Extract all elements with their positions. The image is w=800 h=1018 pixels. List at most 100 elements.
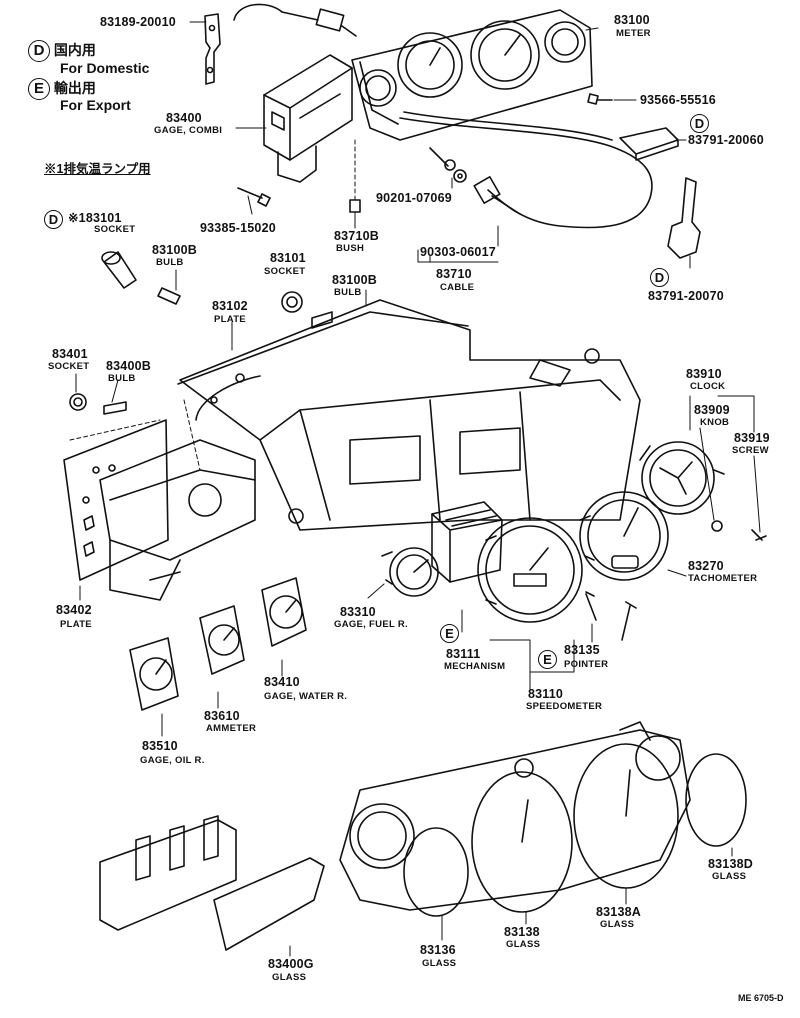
part-83401-no: 83401 [52, 347, 88, 361]
part-83138d-desc: GLASS [712, 871, 747, 882]
water-gage-83410 [261, 577, 307, 647]
speedometer-83110 [477, 517, 637, 641]
part-83135-no: 83135 [564, 643, 600, 657]
part-83136-no: 83136 [420, 943, 456, 957]
part-83101-desc: SOCKET [264, 266, 306, 277]
part-83710b-no: 83710B [334, 229, 379, 243]
part-93566-no: 93566-55516 [640, 93, 716, 107]
part-83410-desc: GAGE, WATER R. [264, 691, 348, 702]
part-83510-desc: GAGE, OIL R. [140, 755, 205, 766]
part-83111-mark: E [440, 624, 459, 643]
part-93385-no: 93385-15020 [200, 221, 276, 235]
drawing-code: ME 6705-D [738, 993, 784, 1003]
part-90303-no: 90303-06017 [420, 245, 496, 259]
gage-combi [263, 54, 353, 183]
part-83410-no: 83410 [264, 675, 300, 689]
part-83111-no: 83111 [446, 647, 481, 661]
part-83135-mark: E [538, 650, 557, 669]
part-83135-desc: POINTER [564, 659, 609, 670]
socket-183101 [101, 251, 181, 305]
part-83919-desc: SCREW [732, 445, 769, 456]
part-83910-no: 83910 [686, 367, 722, 381]
part-83100b2-no: 83100B [332, 273, 377, 287]
export-mark-83135: E [538, 650, 557, 669]
top-cable [233, 3, 357, 37]
front-glass-panel [339, 721, 691, 911]
glass-83138d [685, 753, 747, 847]
part-83101s-mark: D [44, 210, 63, 229]
part-90201-no: 90201-07069 [376, 191, 452, 205]
part-83270-desc: TACHOMETER [688, 573, 758, 584]
part-83710-no: 83710 [436, 267, 472, 281]
domestic-mark: D [28, 40, 50, 63]
part-83909-desc: KNOB [700, 417, 730, 428]
part-83101s-desc: SOCKET [94, 224, 136, 235]
domestic-mark-83101s: D [44, 210, 63, 229]
speedometer-cable [399, 111, 653, 229]
part-83400b-no: 83400B [106, 359, 151, 373]
part-83402-no: 83402 [56, 603, 92, 617]
part-83100-no: 83100 [614, 13, 650, 27]
domestic-mark-83791b: D [650, 268, 669, 287]
export-mark-83111: E [440, 624, 459, 643]
part-83138a-no: 83138A [596, 905, 641, 919]
screw-93385 [237, 187, 271, 207]
part-83110-no: 83110 [528, 687, 564, 701]
mechanism-83111 [431, 501, 503, 583]
glass-83136 [403, 827, 469, 917]
part-83710-desc: CABLE [440, 282, 475, 293]
part-83909-no: 83909 [694, 403, 730, 417]
leader-lines [75, 21, 761, 957]
part-83189-no: 83189-20010 [100, 15, 176, 29]
part-83110-desc: SPEEDOMETER [526, 701, 603, 712]
ammeter-83610 [199, 605, 245, 675]
part-83400b-desc: BULB [108, 373, 136, 384]
part-83402-desc: PLATE [60, 619, 92, 630]
part-83400g-desc: GLASS [272, 972, 307, 983]
clock-83910 [639, 441, 767, 541]
part-83100b1-desc: BULB [156, 257, 184, 268]
part-83270-no: 83270 [688, 559, 724, 573]
part-83401-desc: SOCKET [48, 361, 90, 372]
part-83610-no: 83610 [204, 709, 240, 723]
export-mark: E [28, 78, 50, 101]
part-83310-no: 83310 [340, 605, 376, 619]
part-83100b1-no: 83100B [152, 243, 197, 257]
part-83111-desc: MECHANISM [444, 661, 506, 672]
part-83138-desc: GLASS [506, 939, 541, 950]
exhaust-temp-lamp-note: ※1排気温ランプ用 [44, 162, 151, 176]
part-83138-no: 83138 [504, 925, 540, 939]
part-83791b-mark: D [650, 268, 669, 287]
export-jp: 輸出用 [53, 80, 96, 96]
part-83136-desc: GLASS [422, 958, 457, 969]
glass-83138 [471, 771, 573, 913]
glass-83400g [213, 857, 325, 951]
plate-83102 [177, 311, 469, 471]
clip-83791-20070 [667, 177, 701, 259]
part-83310-desc: GAGE, FUEL R. [334, 619, 408, 630]
part-83610-desc: AMMETER [206, 723, 257, 734]
meter-housing [351, 9, 593, 141]
domestic-jp: 国内用 [53, 42, 96, 58]
part-83510-no: 83510 [142, 739, 178, 753]
bracket-83189 [204, 13, 221, 85]
gage-box-left [99, 439, 256, 601]
part-83400-desc: GAGE, COMBI [154, 125, 223, 136]
socket-83101 [281, 291, 333, 329]
part-83102-no: 83102 [212, 299, 248, 313]
clip-83791-20060 [619, 127, 679, 161]
part-83910-desc: CLOCK [690, 381, 726, 392]
part-83710b-desc: BUSH [336, 243, 365, 254]
legend-domestic: D 国内用 [28, 40, 96, 63]
glass-83138a [573, 743, 679, 889]
tachometer-83270 [579, 491, 669, 581]
part-83102-desc: PLATE [214, 314, 246, 325]
socket-83401 [69, 393, 161, 441]
part-83400g-no: 83400G [268, 957, 314, 971]
part-83100-desc: METER [616, 28, 651, 39]
part-83791a-no: 83791-20060 [688, 133, 764, 147]
main-frame [179, 299, 641, 531]
part-83919-no: 83919 [734, 431, 770, 445]
export-en: For Export [60, 97, 131, 113]
